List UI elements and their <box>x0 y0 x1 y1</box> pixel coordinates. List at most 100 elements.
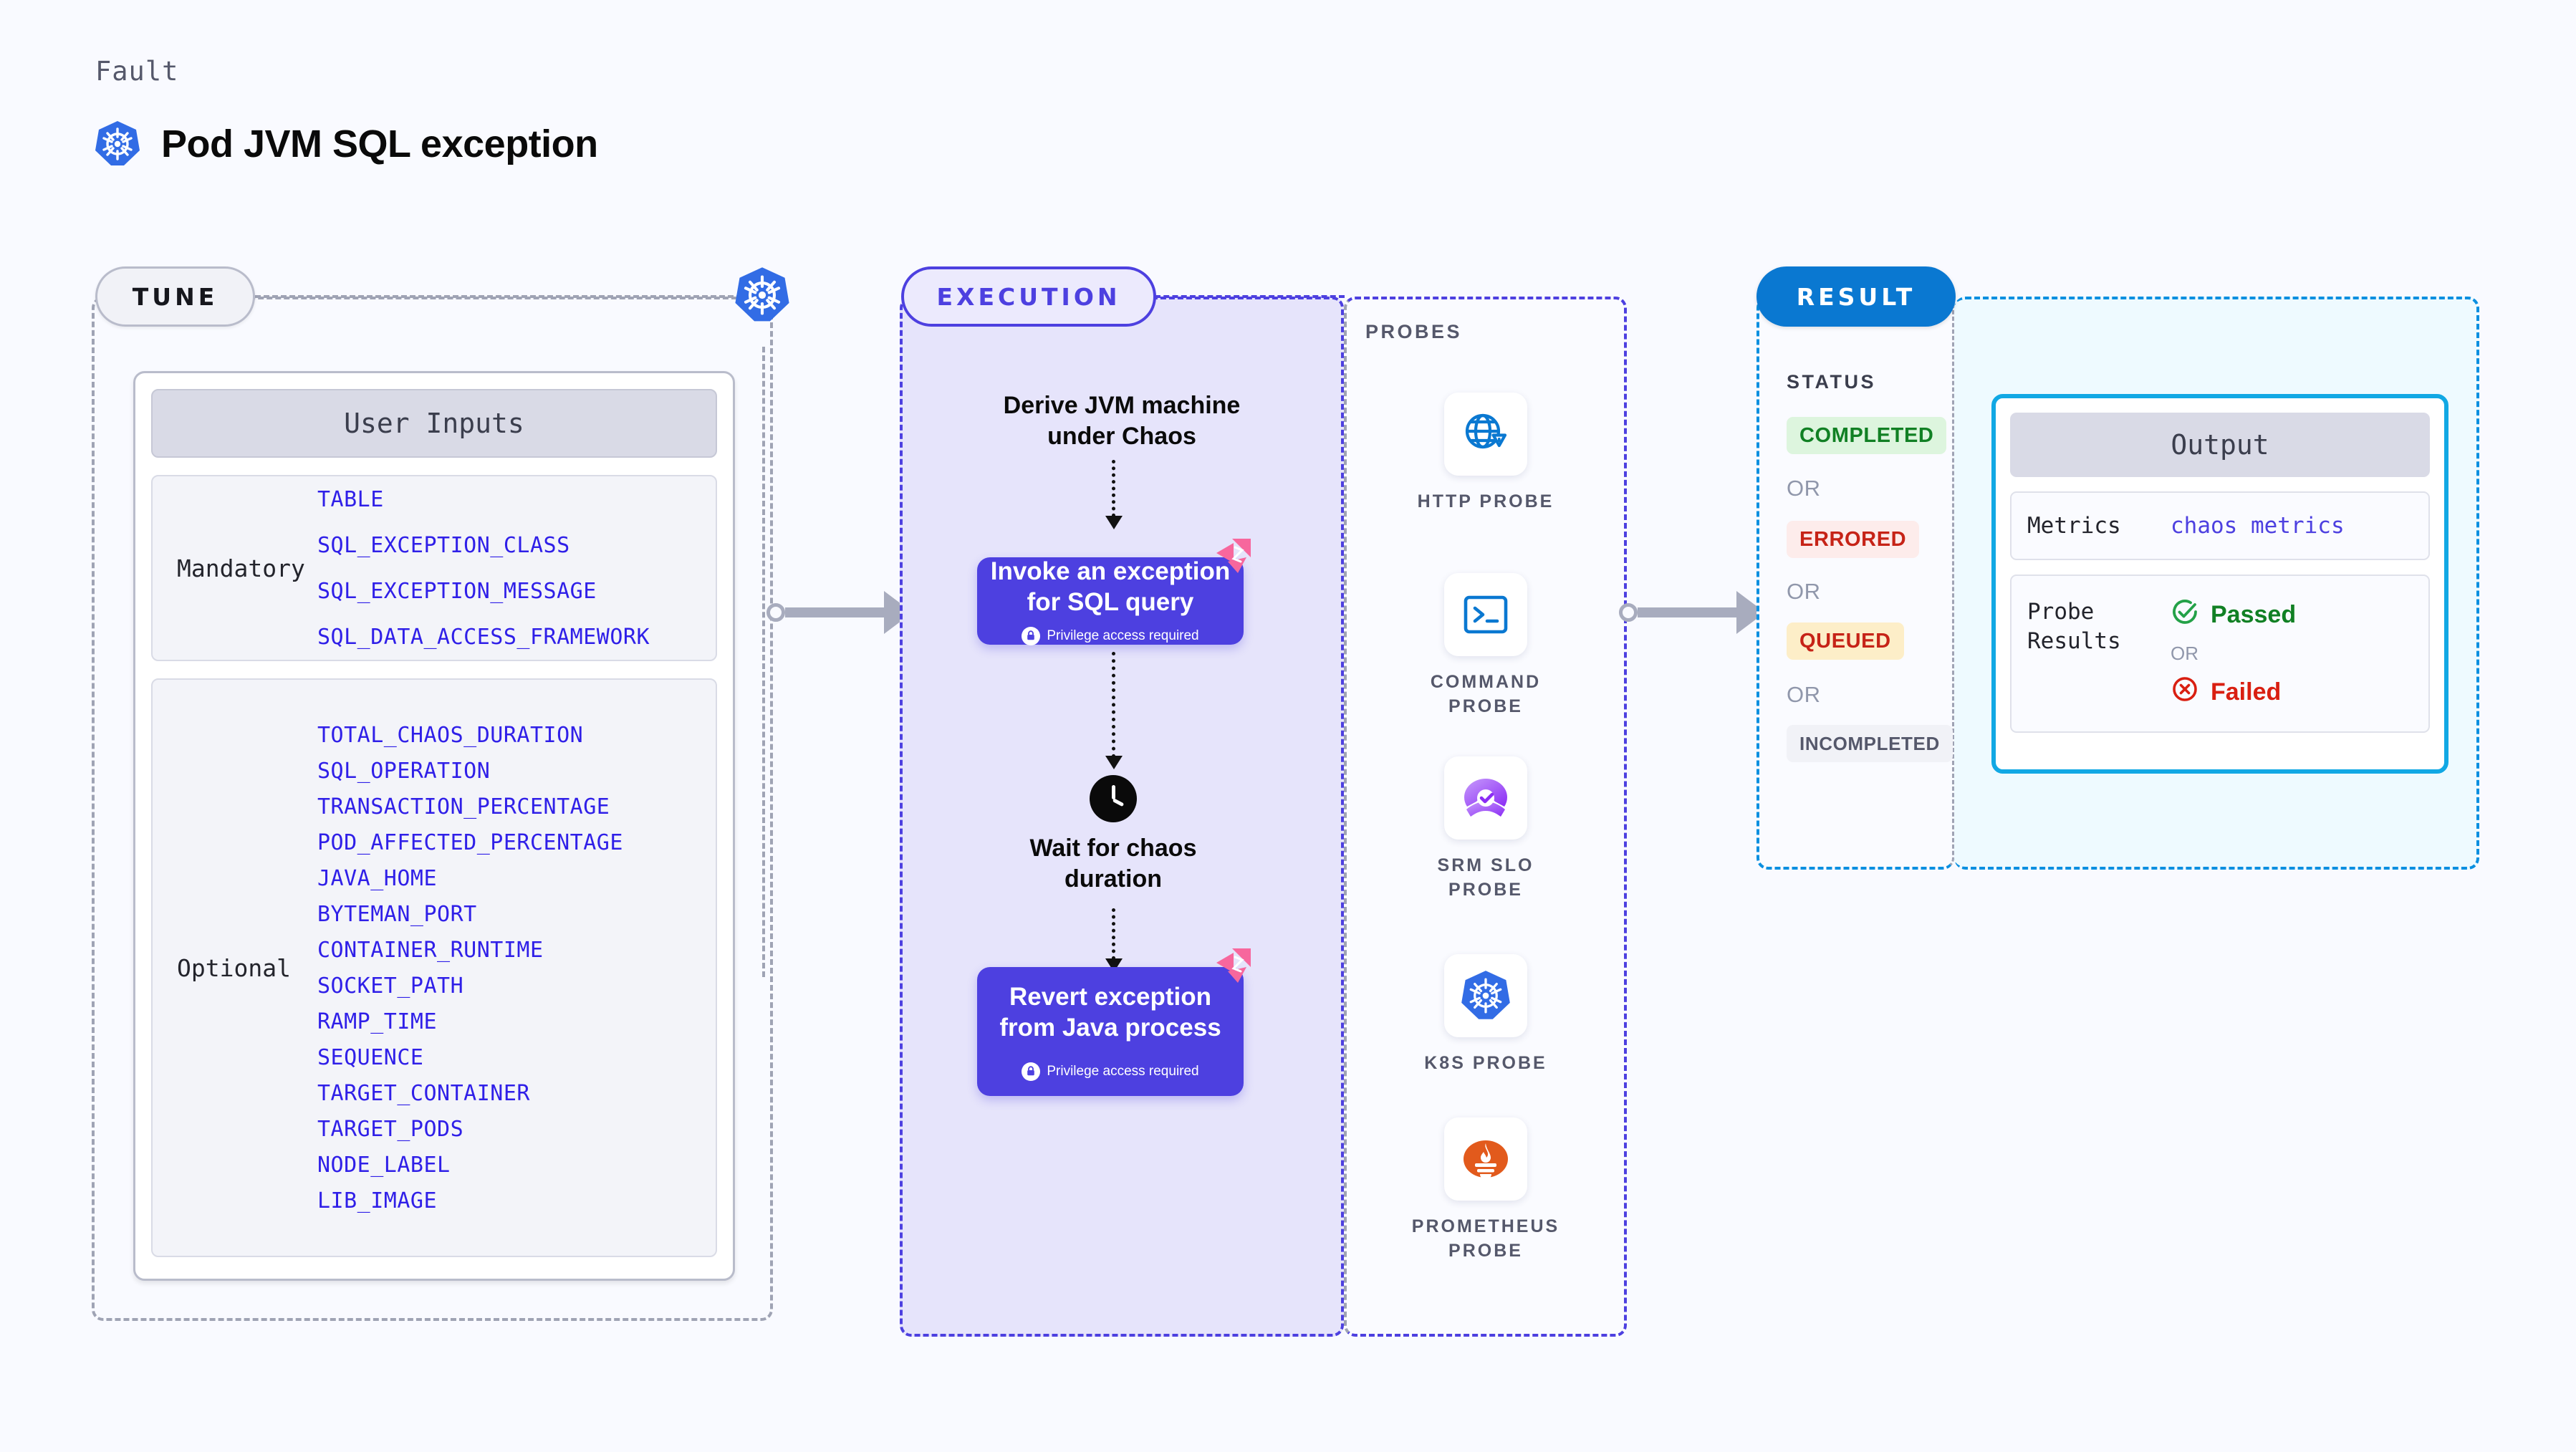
param-item: SOCKET_PATH <box>317 973 464 999</box>
status-or-1: OR <box>1787 476 1821 501</box>
check-circle-icon <box>2171 597 2199 633</box>
param-item: CONTAINER_RUNTIME <box>317 937 544 963</box>
mandatory-section: Mandatory TABLE SQL_EXCEPTION_CLASS SQL_… <box>151 475 717 661</box>
probe-srm-slo-label: SRM SLO PROBE <box>1437 855 1534 900</box>
page-title: Pod JVM SQL exception <box>161 122 598 165</box>
optional-label: Optional <box>177 953 291 982</box>
param-item: POD_AFFECTED_PERCENTAGE <box>317 830 623 855</box>
mandatory-label: Mandatory <box>177 554 305 582</box>
execution-pill[interactable]: EXECUTION <box>901 266 1156 327</box>
execution-step-invoke[interactable]: Invoke an exception for SQL query Privil… <box>977 539 1251 645</box>
lock-icon <box>1022 1062 1041 1081</box>
probe-command-label: COMMAND PROBE <box>1430 672 1542 716</box>
execution-revert-line2: from Java process <box>999 1014 1221 1042</box>
status-badge-errored: ERRORED <box>1787 521 1920 558</box>
x-circle-icon <box>2171 675 2199 710</box>
execution-step-wait: Wait for chaos duration <box>984 833 1242 894</box>
fault-kicker: Fault <box>95 56 179 87</box>
execution-top-dash <box>1155 295 1345 298</box>
param-item: JAVA_HOME <box>317 865 438 891</box>
execution-step-revert[interactable]: Revert exception from Java process Privi… <box>977 948 1251 1096</box>
user-inputs-title: User Inputs <box>151 389 717 458</box>
probe-command[interactable]: COMMAND PROBE <box>1414 573 1557 719</box>
output-metrics-key: Metrics <box>2027 513 2121 539</box>
param-item: TABLE <box>317 486 384 512</box>
globe-warning-icon <box>1444 393 1527 476</box>
tune-k8s-dash-down <box>762 347 765 977</box>
probe-passed-label: Passed <box>2211 601 2297 629</box>
output-metrics-value[interactable]: chaos metrics <box>2171 513 2345 539</box>
user-inputs-card: User Inputs Mandatory TABLE SQL_EXCEPTIO… <box>133 371 735 1281</box>
output-probe-results-row: Probe Results Passed OR <box>2010 574 2430 734</box>
probe-result-or: OR <box>2171 643 2198 665</box>
probe-result-failed: Failed <box>2171 675 2296 710</box>
status-container <box>1756 297 1954 870</box>
litmuschaos-icon <box>1216 539 1251 573</box>
flow-arrow-2 <box>1112 652 1115 758</box>
status-section-label: STATUS <box>1787 371 1876 393</box>
execution-invoke-note-text: Privilege access required <box>1047 628 1199 643</box>
probes-section-label: PROBES <box>1365 321 1463 342</box>
param-item: RAMP_TIME <box>317 1009 438 1034</box>
probe-srm-slo[interactable]: SRM SLO PROBE <box>1414 756 1557 903</box>
execution-wait-line1: Wait for chaos <box>1029 835 1197 862</box>
execution-invoke-note: Privilege access required <box>1022 626 1199 645</box>
param-item: LIB_IMAGE <box>317 1188 438 1213</box>
tune-kubernetes-icon <box>735 266 789 327</box>
optional-param-list: TOTAL_CHAOS_DURATION SQL_OPERATION TRANS… <box>317 723 623 1213</box>
optional-section: Optional TOTAL_CHAOS_DURATION SQL_OPERAT… <box>151 678 717 1257</box>
param-item: TARGET_CONTAINER <box>317 1080 530 1106</box>
param-item: NODE_LABEL <box>317 1152 451 1178</box>
probe-k8s[interactable]: K8S PROBE <box>1414 954 1557 1076</box>
status-badge-completed: COMPLETED <box>1787 417 1947 454</box>
status-or-2: OR <box>1787 579 1821 604</box>
param-item: TARGET_PODS <box>317 1116 464 1142</box>
param-item: SEQUENCE <box>317 1044 424 1070</box>
output-title: Output <box>2010 413 2430 477</box>
connector-line <box>1638 607 1738 617</box>
kubernetes-icon <box>95 120 140 168</box>
probe-http-label: HTTP PROBE <box>1417 491 1554 511</box>
clock-icon <box>1090 775 1137 822</box>
status-or-3: OR <box>1787 682 1821 707</box>
execution-wait-line2: duration <box>1064 865 1162 893</box>
param-item: BYTEMAN_PORT <box>317 901 477 927</box>
output-card: Output Metrics chaos metrics Probe Resul… <box>1991 394 2448 774</box>
probe-k8s-label: K8S PROBE <box>1424 1053 1547 1073</box>
result-pill[interactable]: RESULT <box>1756 266 1956 327</box>
probe-result-passed: Passed <box>2171 597 2296 633</box>
prometheus-icon <box>1444 1117 1527 1201</box>
param-item: SQL_EXCEPTION_MESSAGE <box>317 578 597 604</box>
param-item: SQL_OPERATION <box>317 758 491 784</box>
probe-prometheus-label: PROMETHEUS PROBE <box>1411 1216 1560 1261</box>
param-item: SQL_EXCEPTION_CLASS <box>317 532 570 558</box>
execution-revert-note: Privilege access required <box>1022 1062 1199 1081</box>
status-badge-queued: QUEUED <box>1787 622 1904 660</box>
connector-dot-start <box>766 603 785 622</box>
flow-arrow-3 <box>1112 908 1115 960</box>
mandatory-param-list: TABLE SQL_EXCEPTION_CLASS SQL_EXCEPTION_… <box>317 487 650 650</box>
flow-arrowhead-2 <box>1105 756 1123 769</box>
param-item: SQL_DATA_ACCESS_FRAMEWORK <box>317 624 650 650</box>
param-item: TOTAL_CHAOS_DURATION <box>317 722 584 748</box>
probe-prometheus[interactable]: PROMETHEUS PROBE <box>1411 1117 1560 1264</box>
output-metrics-row: Metrics chaos metrics <box>2010 491 2430 561</box>
probe-http[interactable]: HTTP PROBE <box>1414 393 1557 514</box>
status-badge-incompleted: INCOMPLETED <box>1787 725 1953 762</box>
execution-step-derive: Derive JVM machine under Chaos <box>971 390 1272 451</box>
probe-failed-label: Failed <box>2211 678 2282 706</box>
litmuschaos-icon <box>1216 948 1251 983</box>
output-probe-key: Probe Results <box>2027 599 2121 654</box>
execution-step-derive-line1: Derive JVM machine <box>1003 392 1241 419</box>
connector-dot-start <box>1619 603 1638 622</box>
connector-line <box>785 607 885 617</box>
execution-invoke-line2: for SQL query <box>1027 588 1194 616</box>
tune-pill[interactable]: TUNE <box>95 266 255 327</box>
flow-arrow-1 <box>1112 460 1115 517</box>
page-title-row: Pod JVM SQL exception <box>95 120 598 168</box>
tune-container <box>92 297 773 1321</box>
execution-invoke-line1: Invoke an exception <box>990 557 1231 586</box>
probe-result-values: Passed OR Failed <box>2171 597 2296 710</box>
execution-revert-note-text: Privilege access required <box>1047 1063 1199 1079</box>
